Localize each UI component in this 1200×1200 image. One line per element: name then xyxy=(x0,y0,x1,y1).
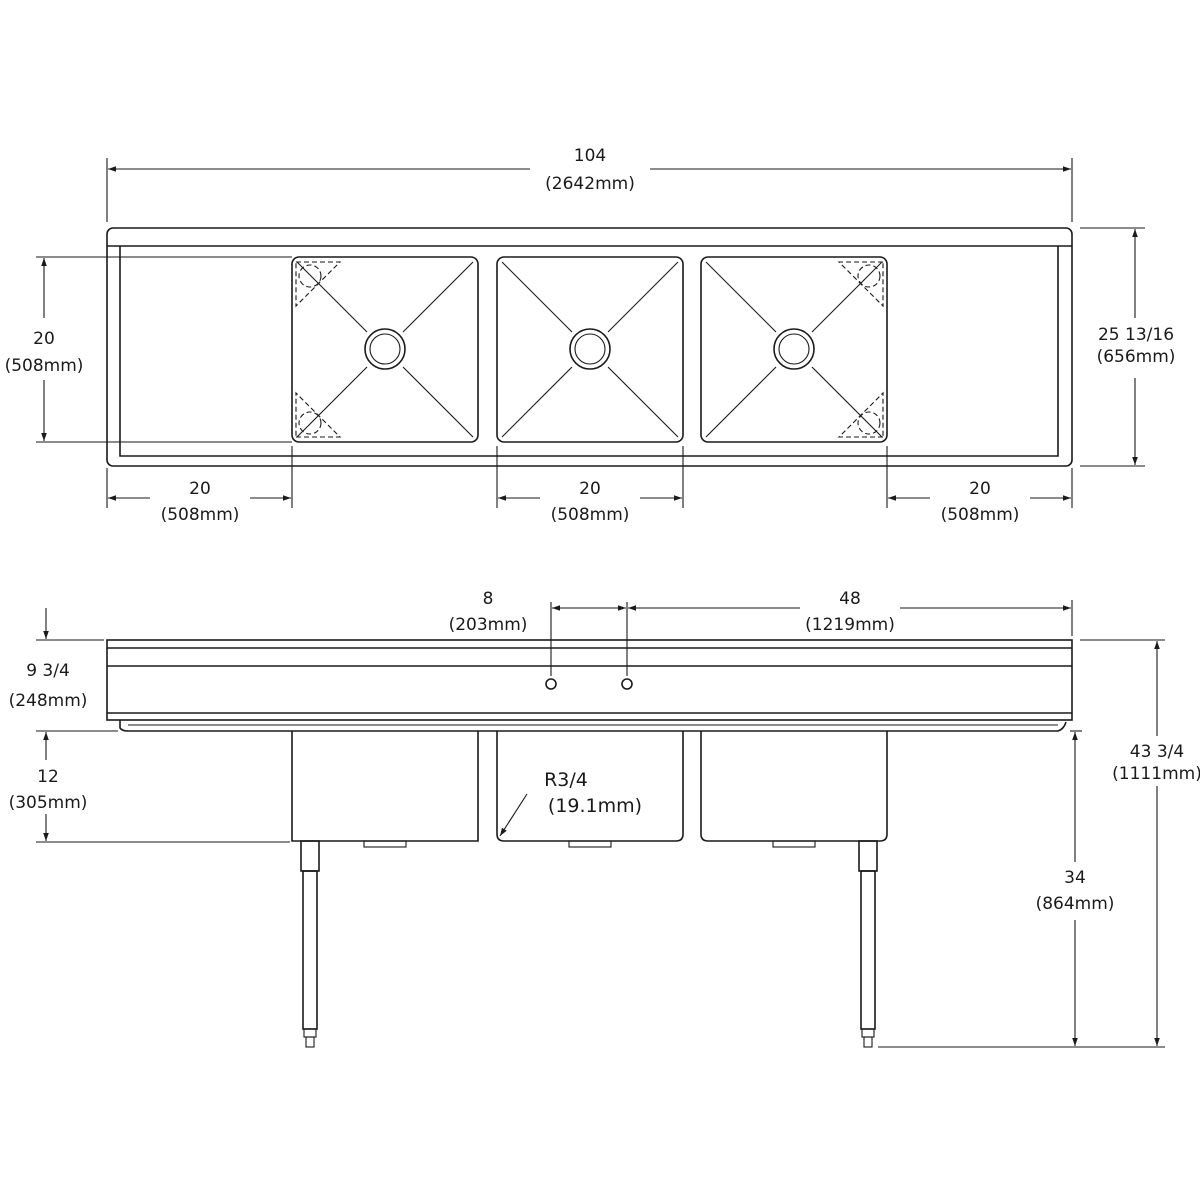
corner-radius-metric: (19.1mm) xyxy=(548,795,642,817)
legs xyxy=(300,840,878,1048)
overall-depth-dimension: 25 13/16 (656mm) xyxy=(1080,227,1176,467)
bowl-height-metric: (305mm) xyxy=(9,793,88,813)
bowl-depth-metric: (508mm) xyxy=(5,356,84,376)
splash-height-metric: (248mm) xyxy=(9,691,88,711)
faucet-spacing-dimension: 8 (203mm) xyxy=(449,589,628,676)
bowl-center xyxy=(496,256,684,443)
left-drainboard-label: 20 xyxy=(189,479,211,499)
front-view: 8 (203mm) 48 (1219mm) 9 3/4 (248mm) 12 (… xyxy=(9,589,1200,1048)
bowl-depth-dimension: 20 (508mm) xyxy=(5,256,292,443)
overall-width-metric: (2642mm) xyxy=(545,174,635,194)
backsplash xyxy=(106,639,1073,721)
drain-icon xyxy=(569,328,611,370)
overall-height-metric: (1111mm) xyxy=(1112,764,1200,784)
top-view: 104 (2642mm) xyxy=(5,146,1176,525)
faucet-hole-icon xyxy=(545,678,557,690)
faucet-spacing-label: 8 xyxy=(483,589,494,609)
left-drainboard-dimension: 20 (508mm) xyxy=(106,446,293,525)
bowl-depth-label: 20 xyxy=(33,329,55,349)
drain-icon xyxy=(773,328,815,370)
overall-width-label: 104 xyxy=(574,146,606,166)
overall-width-dimension: 104 (2642mm) xyxy=(108,146,1071,194)
right-drainboard-label: 20 xyxy=(969,479,991,499)
overall-depth-label: 25 13/16 xyxy=(1098,325,1174,345)
bowl-right xyxy=(700,256,888,443)
bowl-width-label: 20 xyxy=(579,479,601,499)
faucet-to-end-metric: (1219mm) xyxy=(805,615,895,635)
rim-height-metric: (864mm) xyxy=(1036,894,1115,914)
bowls-front xyxy=(291,731,888,848)
corner-radius-label: R3/4 xyxy=(544,769,588,791)
bowl-height-dimension: 12 (305mm) xyxy=(9,732,290,843)
rim-height-dimension: 34 (864mm) xyxy=(878,730,1165,1048)
bowl-left xyxy=(291,256,479,443)
overall-height-dimension: 43 3/4 (1111mm) xyxy=(1080,639,1200,1046)
faucet-to-end-label: 48 xyxy=(839,589,861,609)
rim-height-label: 34 xyxy=(1064,868,1086,888)
faucet-spacing-metric: (203mm) xyxy=(449,615,528,635)
bowl-width-dimension: 20 (508mm) xyxy=(496,446,684,525)
overall-depth-metric: (656mm) xyxy=(1097,347,1176,367)
splash-height-dimension: 9 3/4 (248mm) xyxy=(9,608,118,732)
right-drainboard-dimension: 20 (508mm) xyxy=(886,446,1073,525)
drainboard-front-edge xyxy=(119,720,1067,732)
faucet-hole-icon xyxy=(621,678,633,690)
drain-icon xyxy=(364,328,406,370)
right-drainboard-metric: (508mm) xyxy=(941,505,1020,525)
corner-radius-callout: R3/4 (19.1mm) xyxy=(499,769,642,837)
left-drainboard-metric: (508mm) xyxy=(161,505,240,525)
bowl-width-metric: (508mm) xyxy=(551,505,630,525)
bowl-height-label: 12 xyxy=(37,767,59,787)
overall-height-label: 43 3/4 xyxy=(1130,742,1184,762)
splash-height-label: 9 3/4 xyxy=(26,661,70,681)
sink-top-outline xyxy=(106,227,1073,467)
faucet-to-end-dimension: 48 (1219mm) xyxy=(628,589,1073,636)
